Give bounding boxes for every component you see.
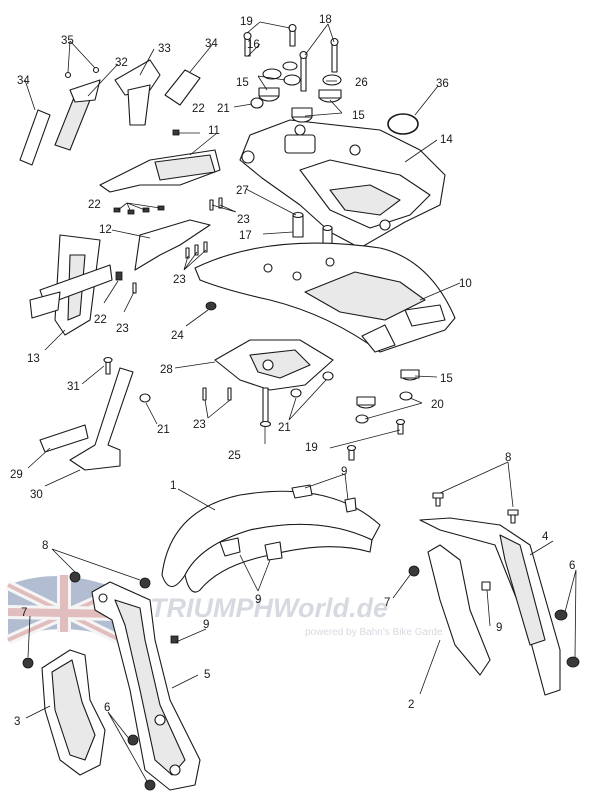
- callout-36: 36: [436, 78, 449, 90]
- callout-21-left: 21: [157, 424, 170, 436]
- callout-labels: 1 2 3 4 5 6 6 7 7 8 8 9 9 9 9 10 11 12 1…: [10, 14, 575, 728]
- callout-23-b: 23: [173, 274, 186, 286]
- callout-32: 32: [115, 57, 128, 69]
- part-1-front-mudguard: [161, 484, 381, 593]
- callout-21-top: 21: [217, 103, 230, 115]
- callout-31: 31: [67, 381, 80, 393]
- callout-15-top-left: 15: [236, 77, 249, 89]
- callout-21-center: 21: [278, 422, 291, 434]
- callout-23-a: 23: [237, 214, 250, 226]
- watermark-brand: TRIUMPHWorld.de: [150, 593, 388, 623]
- callout-9-center: 9: [255, 594, 261, 606]
- watermark-tagline: powered by Bahn's Bike Garde: [305, 627, 443, 638]
- callout-28: 28: [160, 364, 173, 376]
- callout-12: 12: [99, 224, 112, 236]
- part-3-5-left-guards: [22, 571, 201, 791]
- callout-9-top: 9: [341, 466, 347, 478]
- callout-30: 30: [30, 489, 43, 501]
- top-fixings: [243, 23, 342, 123]
- callout-6-right: 6: [569, 560, 575, 572]
- plate-brackets: [29, 149, 221, 336]
- part-14-tray: [239, 119, 446, 249]
- callout-20: 20: [431, 399, 444, 411]
- callout-24: 24: [171, 330, 184, 342]
- part-29-30-strap: [39, 367, 134, 471]
- callout-13: 13: [27, 353, 40, 365]
- callout-22-lower: 22: [94, 314, 107, 326]
- spacers: [292, 211, 333, 249]
- callout-33: 33: [158, 43, 171, 55]
- callout-5: 5: [204, 669, 210, 681]
- callout-34-left: 34: [17, 75, 30, 87]
- callout-22-top: 22: [192, 103, 205, 115]
- right-grommets: [346, 369, 420, 461]
- callout-23-d: 23: [193, 419, 206, 431]
- callout-23-c: 23: [116, 323, 129, 335]
- callout-18: 18: [319, 14, 332, 26]
- callout-11: 11: [208, 125, 220, 137]
- callout-8-right: 8: [505, 452, 511, 464]
- center-fixings: [103, 356, 334, 428]
- callout-8-left: 8: [42, 540, 48, 552]
- callout-26: 26: [355, 77, 368, 89]
- callout-16: 16: [247, 39, 260, 51]
- callout-35: 35: [61, 35, 74, 47]
- callout-7-left: 7: [21, 607, 27, 619]
- callout-4: 4: [542, 531, 549, 543]
- leader-lines: [24, 21, 577, 784]
- callout-7-right: 7: [384, 597, 390, 609]
- callout-6-left: 6: [104, 702, 110, 714]
- callout-19-top: 19: [240, 16, 253, 28]
- callout-15-right: 15: [440, 373, 453, 385]
- watermark: TRIUMPHWorld.de powered by Bahn's Bike G…: [5, 575, 443, 645]
- callout-34-right: 34: [205, 38, 218, 50]
- part-28-bracket: [214, 339, 334, 391]
- callout-29: 29: [10, 469, 23, 481]
- top-left-brackets: [19, 59, 201, 166]
- callout-27: 27: [236, 185, 249, 197]
- callout-2: 2: [408, 699, 414, 711]
- callout-14: 14: [440, 134, 453, 146]
- callout-25: 25: [228, 450, 241, 462]
- part-2-4-right-guards: [408, 492, 580, 696]
- callout-19-bottom: 19: [305, 442, 318, 454]
- callout-22-middle: 22: [88, 199, 101, 211]
- part-36-circlip: [387, 113, 419, 135]
- callout-9-left: 9: [203, 619, 209, 631]
- callout-9-right: 9: [496, 622, 502, 634]
- callout-3: 3: [14, 716, 20, 728]
- callout-17: 17: [239, 230, 252, 242]
- small-fixings: [113, 129, 223, 311]
- callout-1: 1: [170, 480, 176, 492]
- callout-10: 10: [459, 278, 472, 290]
- part-10-rear-mudguard: [194, 242, 456, 353]
- callout-15-top-right: 15: [352, 110, 365, 122]
